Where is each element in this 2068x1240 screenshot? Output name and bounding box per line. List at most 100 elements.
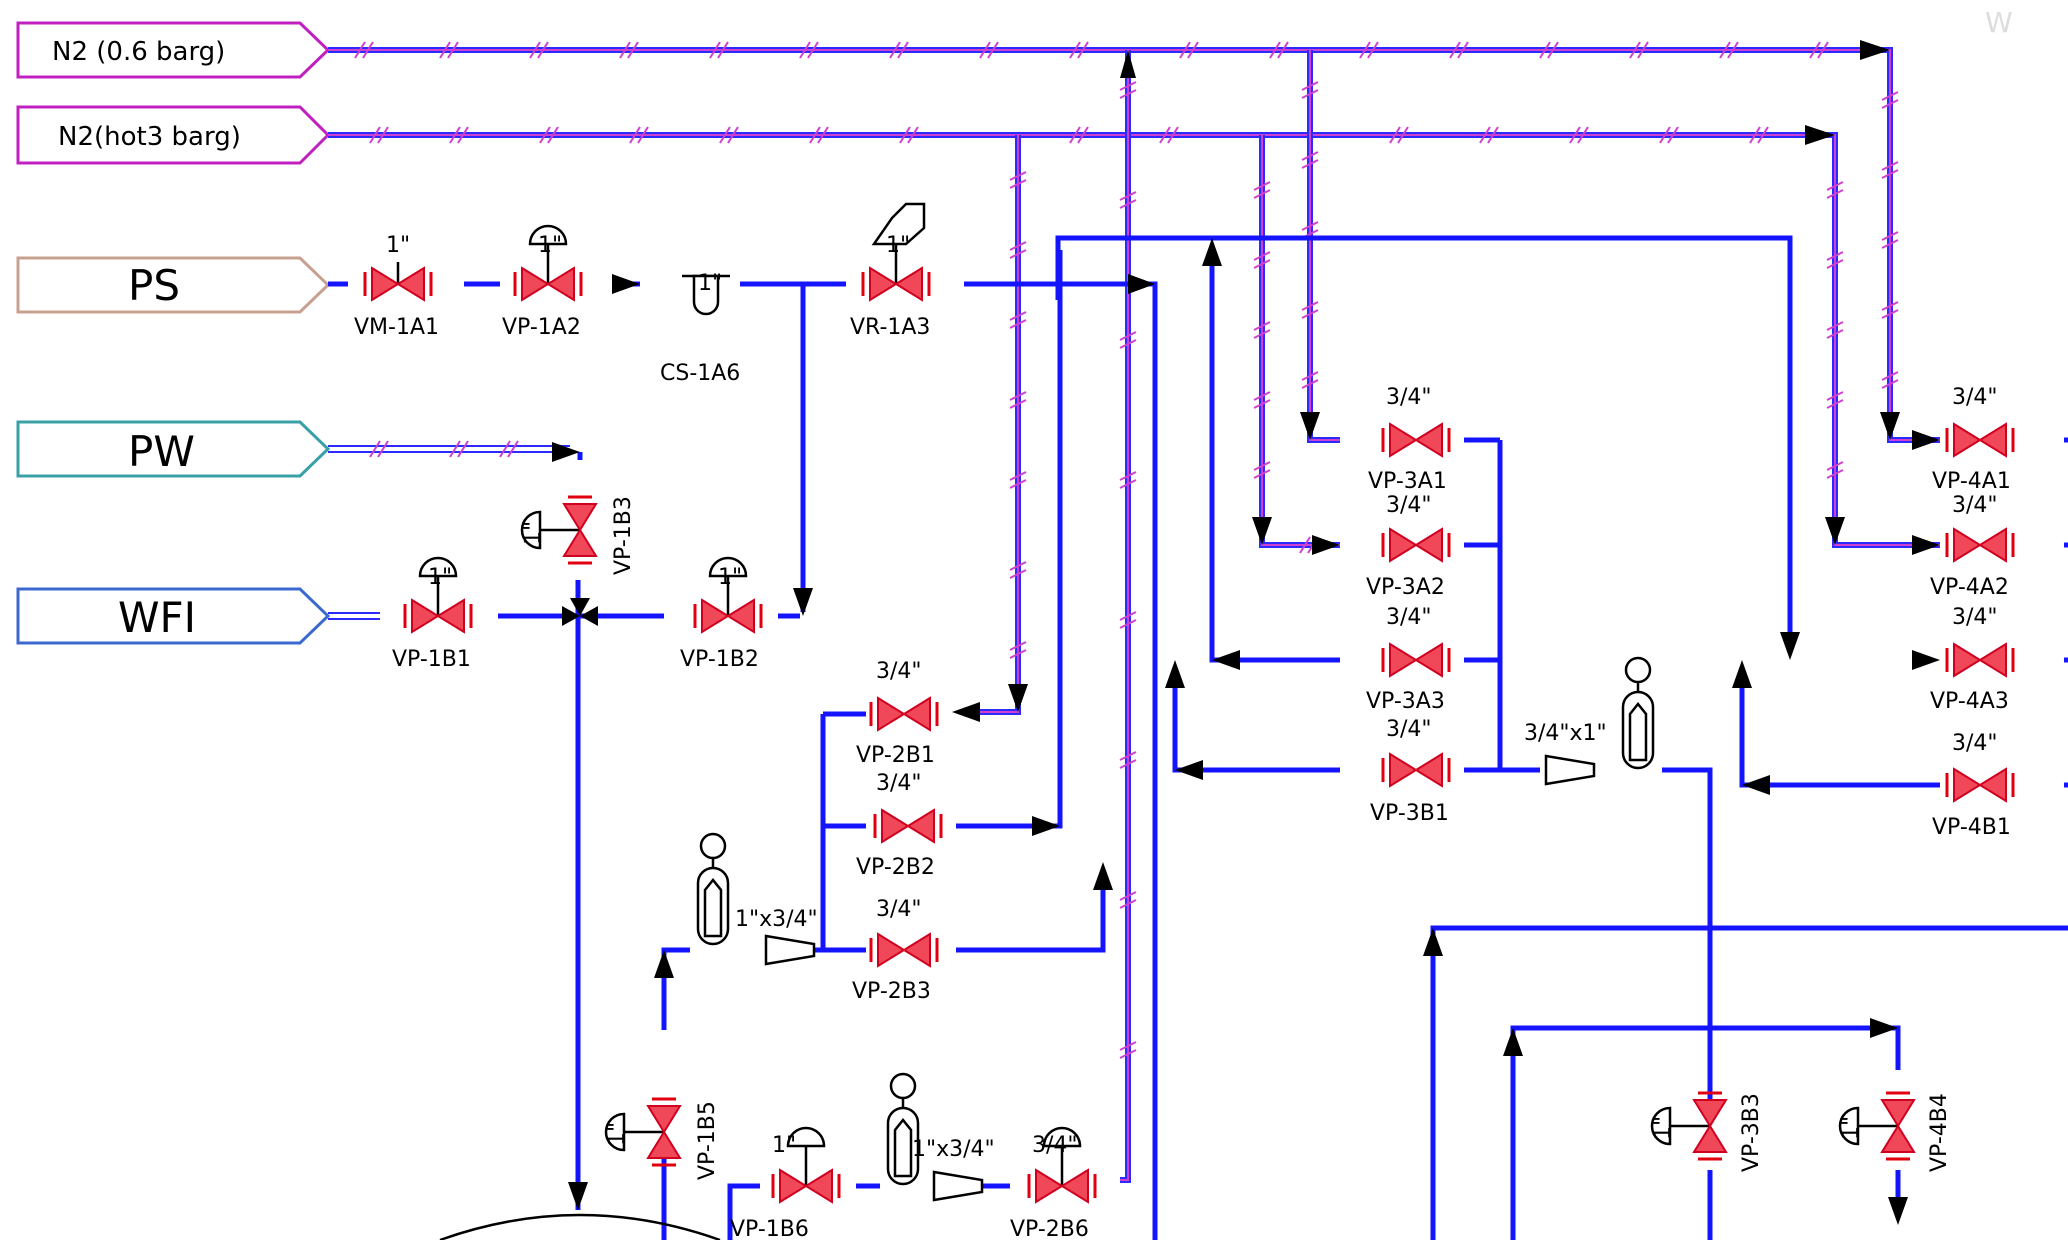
equipment-size-cs-1a6: 1" — [698, 271, 722, 296]
valve-vp-2b1[interactable] — [869, 696, 939, 732]
valve-vm-1a1[interactable] — [363, 262, 433, 302]
valve-tag-vr-1a3: VR-1A3 — [850, 315, 930, 340]
reducer-2b6 — [932, 1170, 984, 1202]
filter-3b[interactable] — [1621, 656, 1655, 770]
valve-size-vp-3a3: 3/4" — [1386, 605, 1432, 630]
valve-tag-vp-2b2: VP-2B2 — [856, 855, 935, 880]
arrow-loop-up — [1202, 238, 1222, 266]
arrow-vp4a2-side — [1912, 535, 1940, 555]
valve-tag-vp-1b3: VP-1B3 — [611, 496, 636, 575]
valve-size-vr-1a3: 1" — [886, 233, 910, 258]
source-ps-label: PS — [128, 261, 180, 310]
arrow-2b3-out — [1093, 862, 1113, 890]
arrow-ps-to-wfi — [793, 588, 813, 616]
valve-tag-vp-2b3: VP-2B3 — [852, 979, 931, 1004]
valve-tag-vp-4a2: VP-4A2 — [1930, 575, 2009, 600]
valve-size-vp-4a3: 3/4" — [1952, 605, 1998, 630]
valve-size-vp-1b6: 1" — [772, 1133, 796, 1158]
arrow-vp3a2-side — [1312, 535, 1340, 555]
watermark: W — [1985, 6, 2013, 39]
valve-size-vp-2b6: 3/4" — [1032, 1133, 1078, 1158]
arrow-2b2-out — [1032, 816, 1060, 836]
arrow-n2-low-end — [1860, 40, 1890, 60]
arrow-4b4-in — [1870, 1018, 1898, 1038]
flow-arrows — [552, 40, 1940, 1225]
source-ps: PS — [16, 256, 331, 314]
valve-tag-vp-4b4: VP-4B4 — [1927, 1093, 1952, 1172]
valve-vp-4b1[interactable] — [1945, 767, 2015, 803]
source-n2-low: N2 (0.6 barg) — [16, 21, 331, 79]
valve-vp-3a3[interactable] — [1381, 642, 1451, 678]
valve-vp-4a1[interactable] — [1945, 422, 2015, 458]
filter-2b3[interactable] — [696, 832, 730, 946]
arrow-vp4a1-in — [1880, 412, 1900, 440]
arrow-vp3a2-in — [1252, 517, 1272, 545]
reducer-label-2b6: 1"x3/4" — [912, 1137, 995, 1162]
filter-2b6[interactable] — [886, 1072, 920, 1186]
valve-tag-vp-2b6: VP-2B6 — [1010, 1217, 1089, 1240]
valve-tag-vm-1a1: VM-1A1 — [354, 315, 439, 340]
source-n2-high: N2(hot3 barg) — [16, 105, 331, 165]
arrow-4b4-down — [1888, 1197, 1908, 1225]
valve-size-vp-1b2: 1" — [718, 565, 742, 590]
valve-tag-vp-1a2: VP-1A2 — [502, 315, 581, 340]
valve-tag-vp-4a3: VP-4A3 — [1930, 689, 2009, 714]
valve-size-vp-1b3: 1" — [521, 521, 546, 545]
arrow-3b1-left — [1175, 760, 1203, 780]
arrow-n2-high-end — [1805, 125, 1835, 145]
valve-size-vp-1b1: 1" — [428, 565, 452, 590]
valve-size-vp-3a1: 3/4" — [1386, 385, 1432, 410]
valve-vp-2b3[interactable] — [869, 932, 939, 968]
valve-vp-4a3[interactable] — [1945, 642, 2015, 678]
valve-tag-vp-2b1: VP-2B1 — [856, 743, 935, 768]
arrow-4b1-up — [1732, 660, 1752, 688]
arrow-wfi-down — [568, 1182, 588, 1210]
valve-vp-4a2[interactable] — [1945, 527, 2015, 563]
valve-tag-vp-4b1: VP-4B1 — [1932, 815, 2011, 840]
source-pw: PW — [16, 420, 331, 478]
valve-tag-vp-1b2: VP-1B2 — [680, 647, 759, 672]
valve-size-vp-4a2: 3/4" — [1952, 493, 1998, 518]
valve-tag-vp-1b5: VP-1B5 — [695, 1101, 720, 1180]
arrow-2b1-in — [952, 702, 980, 722]
valve-size-vp-2b3: 3/4" — [876, 897, 922, 922]
reducer-label-3b: 3/4"x1" — [1524, 721, 1607, 746]
arrow-4b1-left — [1742, 775, 1770, 795]
arrow-ps-junction — [1128, 274, 1155, 294]
arrow-vp4a1-side — [1912, 430, 1940, 450]
arrow-gas-2b1 — [1008, 684, 1028, 712]
valve-size-vp-3b1: 3/4" — [1386, 717, 1432, 742]
reducer-label-2b3: 1"x3/4" — [735, 907, 818, 932]
arrow-loop2-up — [1503, 1028, 1523, 1056]
valve-vp-3a2[interactable] — [1381, 527, 1451, 563]
valve-vr-1a3[interactable] — [861, 202, 931, 302]
valve-size-vp-4a1: 3/4" — [1952, 385, 1998, 410]
strainer-cs-1a6[interactable] — [682, 274, 730, 316]
arrow-vp4a3-down — [1780, 632, 1800, 660]
valve-size-vp-1b5: 1" — [605, 1122, 630, 1146]
process-piping — [328, 235, 2068, 1240]
arrow-3b1-up — [1165, 660, 1185, 688]
valve-tag-vp-3b3: VP-3B3 — [1739, 1093, 1764, 1172]
source-n2-low-label: N2 (0.6 barg) — [52, 37, 225, 67]
source-n2-high-label: N2(hot3 barg) — [58, 122, 241, 152]
arrow-pw-in — [552, 442, 580, 462]
arrow-vp3a1-in — [1300, 412, 1320, 440]
source-wfi-label: WFI — [118, 593, 196, 642]
valve-size-vp-4b4: 1" — [1839, 1116, 1864, 1140]
reducer-2b3 — [764, 934, 816, 966]
valve-tag-vp-1b6: VP-1B6 — [730, 1217, 809, 1240]
valve-size-vp-2b1: 3/4" — [876, 659, 922, 684]
arrow-vp4a3-side — [1912, 650, 1940, 670]
valve-size-vp-4b1: 3/4" — [1952, 731, 1998, 756]
valve-vp-3b1[interactable] — [1381, 752, 1451, 788]
gas-line-hashmarks — [354, 41, 1899, 1059]
arrow-3a3-left — [1212, 650, 1240, 670]
valve-vp-3a1[interactable] — [1381, 422, 1451, 458]
arrow-up-main — [1120, 50, 1136, 78]
source-wfi: WFI — [16, 587, 331, 645]
equipment-tag-cs-1a6: CS-1A6 — [660, 361, 740, 386]
valve-tag-vp-4a1: VP-4A1 — [1932, 469, 2011, 494]
valve-vp-2b2[interactable] — [873, 808, 943, 844]
